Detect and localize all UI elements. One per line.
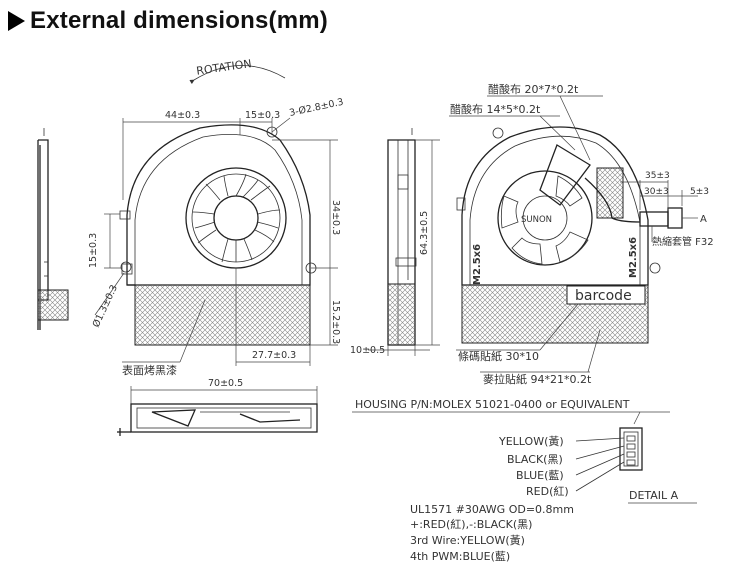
connector-detail: HOUSING P/N:MOLEX 51021-0400 or EQUIVALE…	[352, 398, 697, 504]
heatshrink-label: 熱縮套管 F32	[652, 235, 714, 248]
impeller-hub	[213, 195, 259, 241]
barcode-sticker-label: 條碼貼紙 30*10	[458, 349, 539, 363]
housing-pn: HOUSING P/N:MOLEX 51021-0400 or EQUIVALE…	[355, 398, 630, 411]
screw-label-right: M2.5x6	[628, 237, 639, 278]
dim-44: 44±0.3	[165, 110, 200, 121]
paint-note: 表面烤黑漆	[122, 363, 177, 377]
dim-10: 10±0.5	[350, 345, 385, 356]
dim-30: 30±3	[644, 187, 669, 197]
rear-housing-outline	[461, 126, 649, 286]
dim-70: 70±0.5	[208, 378, 243, 389]
brand-label: SUNON	[521, 215, 552, 225]
note-line-1: UL1571 #30AWG OD=0.8mm	[410, 503, 574, 516]
rotation-arrow-icon	[189, 65, 286, 85]
front-label-hatch	[134, 284, 311, 346]
wire-black: BLACK(黑)	[507, 453, 563, 466]
note-line-4: 4th PWM:BLUE(藍)	[410, 550, 510, 563]
rear-hub	[522, 195, 568, 241]
mylar-sticker-label: 麥拉貼紙 94*21*0.2t	[483, 372, 592, 386]
note-line-3: 3rd Wire:YELLOW(黃)	[410, 534, 525, 547]
detail-a-title: DETAIL A	[629, 489, 679, 502]
dim-15-top: 15±0.3	[245, 110, 280, 121]
center-side-view: 64.3±0.5 10±0.5	[350, 128, 440, 356]
dim-64-3: 64.3±0.5	[419, 211, 430, 255]
wire-notes: UL1571 #30AWG OD=0.8mm +:RED(紅),-:BLACK(…	[410, 503, 574, 563]
front-view: ROTATION 44±0.3 15±0.3 3-Ø2.8±0.3	[88, 57, 345, 377]
barcode-label: barcode	[575, 288, 632, 304]
detail-ref-a: A	[700, 214, 707, 225]
dim-5: 5±3	[690, 187, 709, 197]
side-label-hatch	[37, 289, 69, 321]
dim-27-7: 27.7±0.3	[252, 350, 296, 361]
wire-red: RED(紅)	[526, 485, 569, 498]
left-side-view	[37, 128, 69, 330]
dim-hole-1-3: Ø1.3±0.3	[91, 283, 120, 329]
wire-yellow: YELLOW(黃)	[498, 435, 564, 448]
page-title-text: External dimensions(mm)	[30, 7, 329, 34]
dim-holes: 3-Ø2.8±0.3	[288, 97, 344, 119]
rear-view: 醋酸布 20*7*0.2t 醋酸布 14*5*0.2t SUNON	[449, 82, 714, 386]
dim-15-2: 15.2±0.3	[330, 300, 341, 344]
tape-label-1: 醋酸布 20*7*0.2t	[488, 82, 579, 96]
page-title: External dimensions(mm)	[8, 4, 328, 38]
bottom-view: 70±0.5	[117, 378, 318, 436]
tape-label-2: 醋酸布 14*5*0.2t	[450, 102, 541, 116]
rotation-label: ROTATION	[195, 57, 252, 78]
dim-34: 34±0.3	[330, 200, 341, 235]
wire-list: YELLOW(黃) BLACK(黑) BLUE(藍) RED(紅)	[498, 435, 569, 498]
dim-15-side: 15±0.3	[88, 233, 99, 268]
wire-blue: BLUE(藍)	[516, 469, 564, 482]
note-line-2: +:RED(紅),-:BLACK(黑)	[410, 518, 532, 531]
dim-35: 35±3	[645, 171, 670, 181]
fan-housing-outline	[126, 124, 311, 286]
triangle-bullet-icon	[8, 11, 25, 31]
impeller-blades	[192, 173, 281, 263]
screw-label-left: M2.5x6	[472, 244, 483, 285]
